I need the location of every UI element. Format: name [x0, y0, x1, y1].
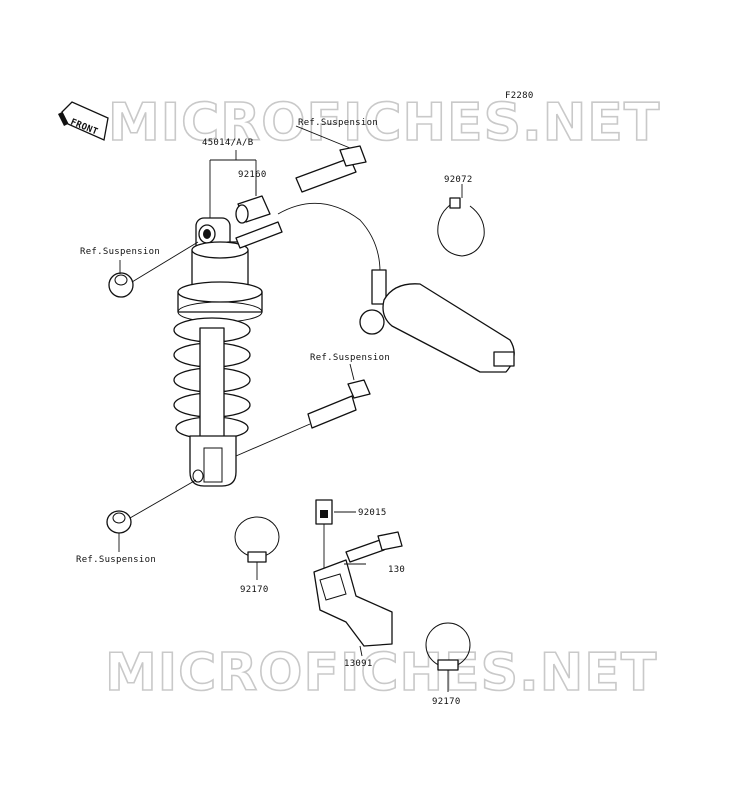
nut-lower-left [106, 510, 132, 534]
label-collar: 92160 [238, 170, 267, 180]
lower-mounting-bolt [307, 379, 371, 429]
watermark-top: MICROFICHES.NET [108, 93, 660, 153]
shock-absorber [173, 217, 263, 487]
label-band: 92072 [444, 175, 473, 185]
bolt-130 [345, 539, 385, 563]
diagram-code: F2280 [505, 91, 534, 101]
front-arrow-icon: FRONT [58, 101, 109, 141]
label-clip: 92015 [358, 508, 387, 518]
reservoir-canister [277, 202, 515, 373]
bracket-13091 [313, 559, 393, 647]
label-bolt: 130 [388, 565, 405, 575]
clamp-92170-left [234, 516, 280, 563]
reservoir-stub [235, 221, 283, 249]
label-ref-suspension-left-lower: Ref.Suspension [76, 555, 156, 565]
label-ref-suspension-left-upper: Ref.Suspension [80, 247, 160, 257]
label-shock-assembly: 45014/A/B [202, 138, 253, 148]
clip-92015 [315, 499, 333, 525]
upper-mounting-bolt [295, 145, 367, 193]
label-bracket: 13091 [344, 659, 373, 669]
watermark-bottom: MICROFICHES.NET [105, 643, 657, 703]
label-clamp-right: 92170 [432, 697, 461, 707]
label-ref-suspension-top: Ref.Suspension [298, 118, 378, 128]
collar-92160 [235, 195, 271, 224]
nut-upper-left [108, 272, 134, 298]
label-ref-suspension-middle: Ref.Suspension [310, 353, 390, 363]
band-92072 [437, 197, 485, 257]
label-clamp-left: 92170 [240, 585, 269, 595]
